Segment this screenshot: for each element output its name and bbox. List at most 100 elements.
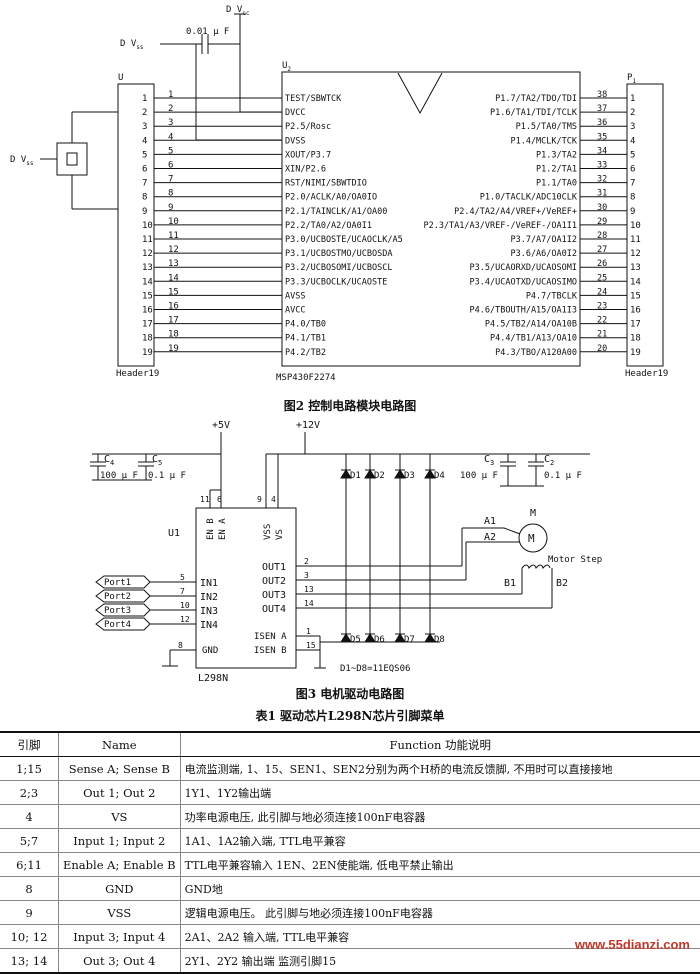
diode-icon bbox=[424, 469, 436, 479]
header-pin: 引脚 bbox=[0, 731, 59, 757]
c3-label: C3 bbox=[484, 454, 494, 467]
mcu-right-pin-label: P4.3/TBO/A120A00 bbox=[495, 348, 577, 358]
mcu-right-pin-label: P3.6/A6/OA0I2 bbox=[510, 249, 577, 259]
enb-label: EN B bbox=[206, 518, 216, 540]
mcu-left-pin-num: 14 bbox=[168, 273, 179, 283]
header-left-pin-num: 1 bbox=[142, 94, 147, 104]
c2-label: C2 bbox=[544, 454, 554, 467]
ena-label: EN A bbox=[218, 518, 228, 540]
control-circuit-schematic: D Vcc D Vss 0.01 μ F D Vss U Header19 P1… bbox=[10, 5, 668, 383]
mcu-right-pin-label: P3.5/UCAORXD/UCAOSOMI bbox=[470, 263, 577, 273]
mcu-left-pin-label: P3.0/UCBOSTE/UCAOCLK/A5 bbox=[285, 235, 403, 245]
mcu-right-pin-label: P3.4/UCAOTXD/UCAOSIMO bbox=[470, 277, 577, 287]
mcu-right-pin-num: 24 bbox=[597, 287, 607, 297]
header-right-pin-num: 15 bbox=[630, 291, 641, 301]
header-left-pin-num: 16 bbox=[142, 306, 153, 316]
v5-label: +5V bbox=[212, 420, 230, 431]
chip-l298n: L298N bbox=[198, 673, 228, 684]
mcu-right-pin-num: 33 bbox=[597, 161, 607, 171]
cell-function: TTL电平兼容输入 1EN、2EN使能端, 低电平禁止输出 bbox=[180, 852, 700, 877]
header-name: Name bbox=[58, 731, 181, 757]
vs-label: VS bbox=[275, 529, 285, 540]
mcu-right-pin-label: P4.4/TB1/A13/OA10 bbox=[490, 334, 577, 344]
header-right-pin-num: 13 bbox=[630, 263, 641, 273]
mcu-right-pin-num: 32 bbox=[597, 175, 607, 185]
mcu-left-pin-num: 11 bbox=[168, 231, 179, 241]
c5-label: C5 bbox=[152, 454, 162, 467]
mcu-right-pin-label: P1.3/TA2 bbox=[536, 150, 577, 160]
chip-label: U2 bbox=[282, 61, 291, 73]
fig3-caption: 图3 电机驱动电路图 bbox=[295, 687, 405, 701]
cap-value-label: 0.01 μ F bbox=[186, 27, 229, 37]
diode-label: D1 bbox=[350, 471, 361, 481]
output-pin-num: 3 bbox=[304, 571, 309, 580]
cell-name: Sense A; Sense B bbox=[58, 756, 181, 781]
port-label: Port2 bbox=[104, 592, 131, 602]
cell-function: 电流监测端, 1、15、SEN1、SEN2分别为两个H桥的电流反馈脚, 不用时可… bbox=[180, 756, 700, 781]
diode-icon bbox=[424, 633, 436, 643]
cell-name: Out 1; Out 2 bbox=[58, 780, 181, 805]
port-label: Port3 bbox=[104, 606, 131, 616]
mcu-left-pin-label: TEST/SBWTCK bbox=[285, 94, 342, 104]
header-right-pin-num: 4 bbox=[630, 136, 635, 146]
u1-label: U1 bbox=[168, 528, 180, 539]
header-right-pin-num: 17 bbox=[630, 320, 641, 330]
mcu-right-pin-label: P4.7/TBCLK bbox=[526, 291, 578, 301]
diode-label: D6 bbox=[374, 635, 385, 645]
cell-name: VS bbox=[58, 804, 181, 829]
mcu-right-pin-label: P3.7/A7/OA1I2 bbox=[510, 235, 577, 245]
mcu-right-pin-label: P2.4/TA2/A4/VREF+/VeREF+ bbox=[454, 207, 577, 217]
mcu-left-pin-label: P2.1/TAINCLK/A1/OA00 bbox=[285, 207, 387, 217]
mcu-left-pin-label: XIN/P2.6 bbox=[285, 165, 326, 175]
mcu-right-pin-num: 23 bbox=[597, 302, 607, 312]
header-left-pin-num: 17 bbox=[142, 320, 153, 330]
header-left-pin-num: 7 bbox=[142, 179, 147, 189]
output-name: OUT2 bbox=[262, 576, 286, 587]
header-right-pin-num: 7 bbox=[630, 179, 635, 189]
mcu-right-pin-num: 31 bbox=[597, 189, 607, 199]
mcu-right-pin-label: P1.4/MCLK/TCK bbox=[510, 136, 577, 146]
diode-icon bbox=[364, 633, 376, 643]
cell-name: GND bbox=[58, 876, 181, 901]
header-right-pin-num: 2 bbox=[630, 108, 635, 118]
cell-name: Out 3; Out 4 bbox=[58, 948, 181, 974]
input-name: IN2 bbox=[200, 592, 218, 603]
table-caption: 表1 驱动芯片L298N芯片引脚菜单 bbox=[255, 709, 445, 723]
c3-value: 100 μ F bbox=[460, 471, 498, 481]
header-left-pin-num: 6 bbox=[142, 165, 147, 175]
cell-pin: 8 bbox=[0, 876, 59, 901]
mcu-right-pin-num: 21 bbox=[597, 330, 607, 340]
motor-symbol-m: M bbox=[528, 532, 535, 545]
mcu-right-pin-label: P2.3/TA1/A3/VREF-/VeREF-/OA1I1 bbox=[423, 221, 577, 231]
mcu-right-pin-num: 36 bbox=[597, 118, 607, 128]
mcu-left-pin-num: 16 bbox=[168, 302, 179, 312]
mcu-left-pin-num: 10 bbox=[168, 217, 179, 227]
header-right-pin-num: 14 bbox=[630, 277, 641, 287]
mcu-left-pin-label: DVCC bbox=[285, 108, 305, 118]
c5-value: 0.1 μ F bbox=[148, 471, 186, 481]
mcu-left-pin-num: 13 bbox=[168, 259, 179, 269]
cell-name: VSS bbox=[58, 900, 181, 925]
mcu-left-pin-label: P4.1/TB1 bbox=[285, 334, 326, 344]
mcu-left-pin-num: 6 bbox=[168, 161, 173, 171]
cell-pin: 5;7 bbox=[0, 828, 59, 853]
mcu-right-pin-num: 20 bbox=[597, 344, 607, 354]
cell-name: Enable A; Enable B bbox=[58, 852, 181, 877]
diode-icon bbox=[340, 469, 352, 479]
cell-name: Input 1; Input 2 bbox=[58, 828, 181, 853]
mcu-right-pin-label: P4.6/TBOUTH/A15/OA1I3 bbox=[470, 306, 577, 316]
header-right-pin-num: 1 bbox=[630, 94, 635, 104]
mcu-left-pin-label: P4.2/TB2 bbox=[285, 348, 326, 358]
mcu-right-pin-num: 35 bbox=[597, 132, 607, 142]
mcu-left-pin-label: P4.0/TB0 bbox=[285, 320, 326, 330]
mcu-right-pin-label: P1.2/TA1 bbox=[536, 165, 577, 175]
header-function: Function 功能说明 bbox=[180, 731, 700, 757]
header-right-label: P1 bbox=[627, 73, 636, 85]
header-left-pin-num: 10 bbox=[142, 221, 153, 231]
mcu-right-pin-num: 38 bbox=[597, 90, 607, 100]
fig2-caption: 图2 控制电路模块电路图 bbox=[283, 399, 417, 413]
